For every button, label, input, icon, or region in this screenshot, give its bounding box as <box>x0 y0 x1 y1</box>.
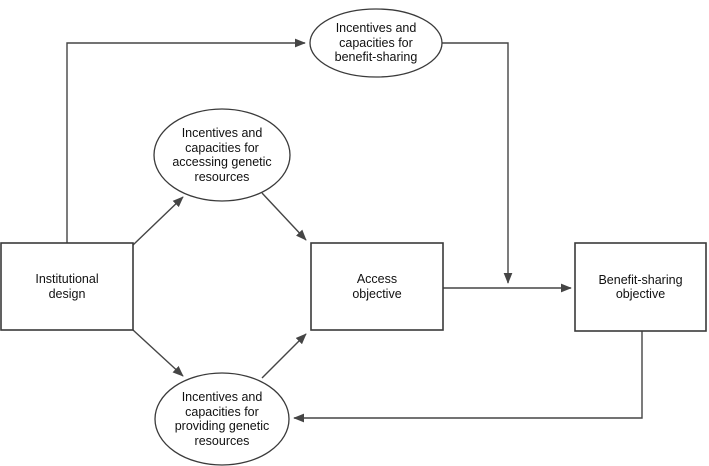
edge-benefit-sharing-to-providing-incentives <box>293 331 643 423</box>
edges-group <box>66 38 643 423</box>
edge-accessing-incentives-to-access <box>261 192 307 241</box>
providing-incentives-ellipse <box>154 372 290 466</box>
edge-providing-incentives-to-access <box>261 333 307 379</box>
accessing-incentives-ellipse <box>153 108 291 202</box>
edge-institutional-to-providing-incentives <box>132 329 184 377</box>
edge-benefit-sharing-incentives-to-access-benefit-link <box>442 42 513 284</box>
edge-institutional-to-accessing-incentives <box>132 196 184 246</box>
institutional-design-box <box>0 242 134 331</box>
edge-institutional-to-benefit-sharing-incentives <box>66 38 306 243</box>
nodes-group <box>0 8 707 466</box>
benefit-sharing-incentives-ellipse <box>309 8 443 78</box>
access-objective-box <box>310 242 444 331</box>
benefit-sharing-objective-box <box>574 242 707 332</box>
